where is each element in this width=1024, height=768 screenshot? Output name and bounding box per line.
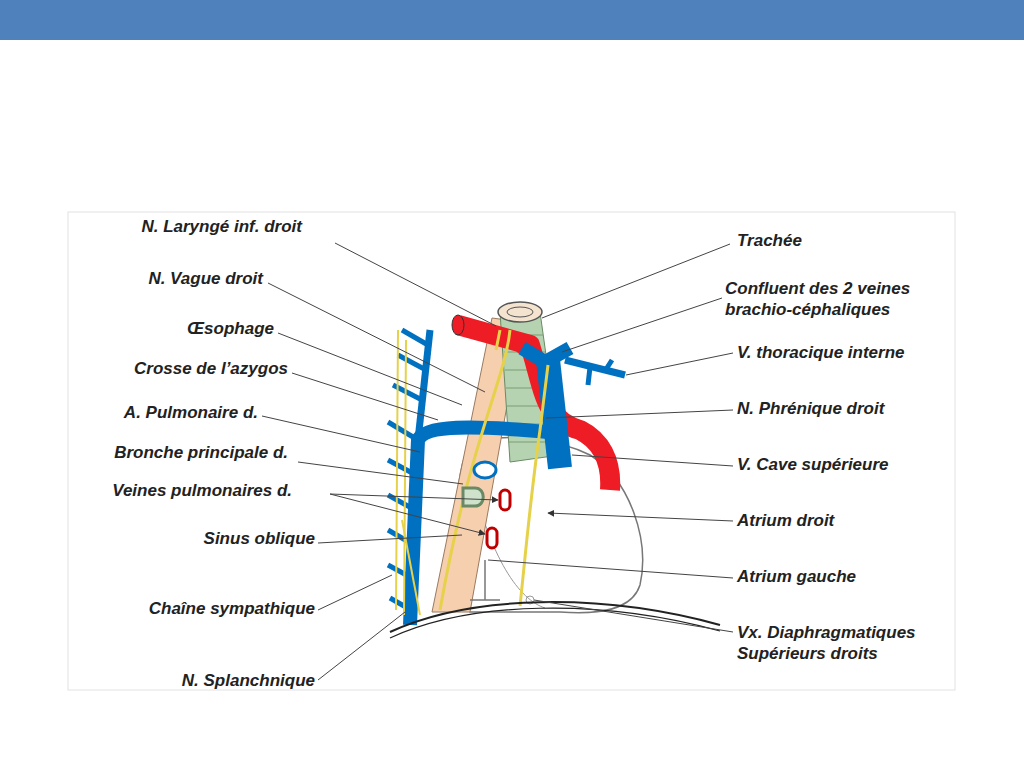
artery-section xyxy=(452,315,464,335)
internal-thoracic-vein xyxy=(565,360,625,375)
trachea-lumen xyxy=(507,307,533,317)
vagus-nerve xyxy=(440,330,510,610)
bronchus-section xyxy=(463,488,483,506)
trachea-section xyxy=(498,302,542,322)
superior-vena-cava xyxy=(548,360,560,468)
anatomy-label: Chaîne sympathique xyxy=(75,598,315,619)
anatomy-label: Veines pulmonaires d. xyxy=(32,480,292,501)
anatomy-label: N. Splanchnique xyxy=(115,670,315,691)
anatomy-label: Œsophage xyxy=(74,318,274,339)
anatomy-label: Trachée xyxy=(737,230,937,251)
anatomy-label: N. Phrénique droit xyxy=(737,398,977,419)
artery-branch xyxy=(515,342,522,350)
splanchnic-nerve xyxy=(402,520,420,615)
diaphragm xyxy=(390,608,720,638)
anatomy-label: Confluent des 2 veines brachio-céphaliqu… xyxy=(725,278,960,320)
anatomy-label: Bronche principale d. xyxy=(28,442,288,463)
anatomy-label: Vx. Diaphragmatiques Supérieurs droits xyxy=(737,622,962,664)
intercostal-veins xyxy=(388,330,428,610)
anatomy-label: N. Laryngé inf. droit xyxy=(42,216,302,237)
anatomy-label: Atrium droit xyxy=(737,510,977,531)
anatomy-label: N. Vague droit xyxy=(43,268,263,289)
brachiocephalic-veins xyxy=(522,348,570,362)
pulmonary-vein-section xyxy=(487,528,497,548)
leader-lines xyxy=(262,243,733,680)
anatomy-label: Sinus oblique xyxy=(115,528,315,549)
phrenic-nerve xyxy=(520,365,548,606)
sympathetic-chain xyxy=(396,330,406,615)
anatomy-label: Atrium gauche xyxy=(737,566,977,587)
vein-branches xyxy=(588,360,612,385)
header-bar xyxy=(0,0,1024,40)
laryngeal-nerve xyxy=(496,330,500,350)
pulmonary-artery-section xyxy=(474,462,496,478)
azygos-upper xyxy=(418,330,430,440)
pericardial-fold xyxy=(470,560,500,600)
anatomy-label: V. thoracique interne xyxy=(737,342,977,363)
pulmonary-vein-section xyxy=(500,490,510,510)
anatomy-label: V. Cave supérieure xyxy=(737,454,977,475)
anatomy-label: Crosse de l’azygos xyxy=(58,358,288,379)
anatomy-label: A. Pulmonaire d. xyxy=(38,402,258,423)
diaphragm xyxy=(390,602,720,632)
